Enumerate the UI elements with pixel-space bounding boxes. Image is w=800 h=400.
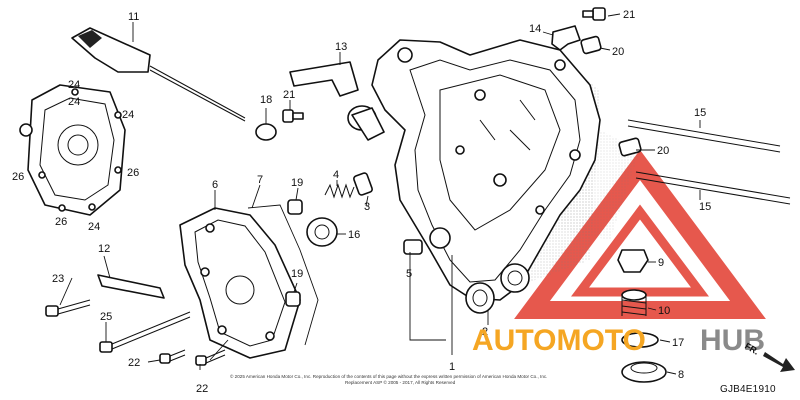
callout-23: 23 xyxy=(52,273,64,285)
part-1-crankcase xyxy=(371,39,601,301)
callout-3: 3 xyxy=(364,201,370,213)
callout-5: 5 xyxy=(406,268,412,280)
part-17-o-ring xyxy=(621,332,659,348)
callout-11: 11 xyxy=(128,11,139,23)
callout-14: 14 xyxy=(529,23,541,35)
part-14-bracket xyxy=(551,25,581,51)
callout-9: 9 xyxy=(658,257,664,269)
callout-26-b: 26 xyxy=(127,167,139,179)
part-15-stud-top xyxy=(627,119,781,153)
callout-6: 6 xyxy=(212,179,218,191)
callout-26-c: 26 xyxy=(55,216,67,228)
part-20-dowel-right xyxy=(618,137,642,157)
part-23-bolt xyxy=(45,299,91,317)
callout-1: 1 xyxy=(449,361,455,373)
part-10-spring xyxy=(621,289,647,316)
callout-25: 25 xyxy=(100,311,112,323)
part-19-dowel-top xyxy=(287,199,303,215)
part-8-cap xyxy=(621,361,667,383)
callout-16: 16 xyxy=(348,229,360,241)
part-18-o-ring xyxy=(255,123,277,141)
callout-15-top: 15 xyxy=(694,107,706,119)
part-7-gasket xyxy=(247,204,319,346)
callout-22-right: 22 xyxy=(196,383,208,395)
callout-2: 2 xyxy=(482,326,488,338)
part-22-bolt-left xyxy=(159,349,186,364)
callout-4: 4 xyxy=(333,169,339,181)
part-25-bolt xyxy=(99,311,191,353)
arrow-icon xyxy=(763,352,795,372)
part-3-plunger xyxy=(353,172,373,196)
callout-7: 7 xyxy=(257,174,263,186)
part-2-bearing xyxy=(465,282,495,314)
callout-13: 13 xyxy=(335,41,347,53)
part-4-spring xyxy=(324,183,355,199)
leader-lines xyxy=(59,13,701,375)
copyright-line-1: © 2025 American Honda Motor Co., Inc. Re… xyxy=(230,373,547,379)
callout-19-bottom: 19 xyxy=(291,268,303,280)
part-9-bolt xyxy=(617,249,649,273)
callout-24-b: 24 xyxy=(68,96,80,108)
part-12-plate xyxy=(97,274,165,299)
callout-8: 8 xyxy=(678,369,684,381)
diagram-code: GJB4E1910 xyxy=(720,384,776,395)
callout-20-top: 20 xyxy=(612,46,624,58)
part-16-oil-seal xyxy=(306,217,338,247)
callout-21-mid: 21 xyxy=(283,89,295,101)
part-21-bolt-mid xyxy=(282,109,304,123)
callout-17: 17 xyxy=(672,337,684,349)
part-11-dipstick xyxy=(71,27,246,122)
oil-filler-neck xyxy=(347,105,385,141)
part-19-dowel-bottom xyxy=(285,291,301,307)
callout-15-bottom: 15 xyxy=(699,201,711,213)
watermark-automoto: AUTOMOTO xyxy=(472,324,646,357)
callout-20-right: 20 xyxy=(657,145,669,157)
part-22-bolt-right xyxy=(195,349,226,366)
callout-24-a: 24 xyxy=(68,79,80,91)
watermark-text: AUTOMOTO HUB xyxy=(472,324,765,357)
part-5-dowel xyxy=(403,239,423,255)
callout-labels: 11 13 14 21 20 24 24 24 18 21 15 26 26 2… xyxy=(12,9,711,395)
watermark-hub: HUB xyxy=(700,324,765,357)
copyright-line-2: Replacement ASP © 2005 - 2017, All Right… xyxy=(345,379,456,385)
part-20-dowel-top xyxy=(580,35,602,55)
callout-21-top: 21 xyxy=(623,9,635,21)
callout-24-d: 24 xyxy=(88,221,100,233)
part-21-bolt-top xyxy=(582,7,606,21)
part-13-bracket xyxy=(289,61,359,97)
left-cover-assembly xyxy=(19,84,126,216)
callout-22-left: 22 xyxy=(128,357,140,369)
callout-18: 18 xyxy=(260,94,272,106)
callout-10: 10 xyxy=(658,305,670,317)
callout-26-a: 26 xyxy=(12,171,24,183)
part-15-stud-bottom xyxy=(635,171,791,205)
callout-12: 12 xyxy=(98,243,110,255)
callout-19-top: 19 xyxy=(291,177,303,189)
callout-24-c: 24 xyxy=(122,109,134,121)
part-6-cover xyxy=(179,207,301,359)
